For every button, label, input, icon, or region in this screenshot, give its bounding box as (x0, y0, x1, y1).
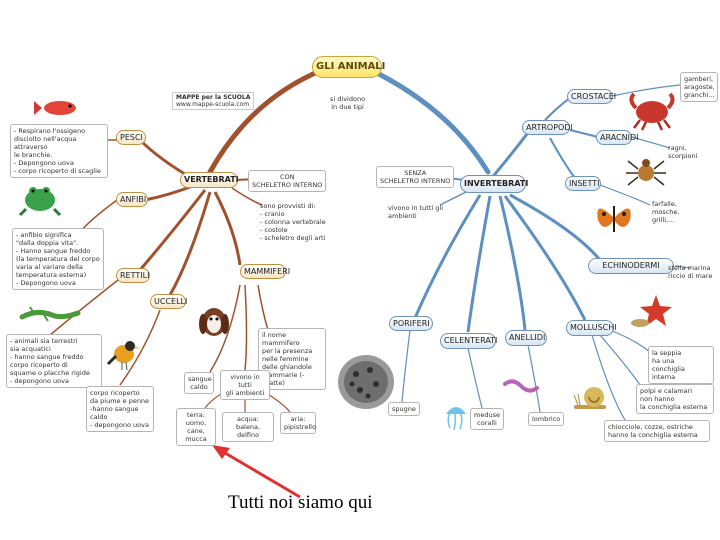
poriferi-node: PORIFERI (389, 316, 433, 331)
line-aracnidi-note (631, 136, 671, 149)
starfish-image (640, 295, 672, 326)
echinodermi-node: ECHINODERMI (588, 258, 674, 274)
line-artropodi-crostacei (544, 97, 571, 121)
line-mammiferi-note (257, 284, 269, 331)
line-molluschi-note3 (591, 334, 626, 421)
branch-inv-poriferi (413, 194, 482, 319)
mammiferi-everywhere-note: vivono in tutti gli ambienti (220, 370, 270, 400)
shellfish-image (631, 319, 649, 327)
line-echinodermi-note (674, 265, 691, 269)
anfibi-note: - anfibio significa "dalla doppia vita".… (12, 228, 104, 290)
insetti-note: farfalle, mosche, grilli,... (652, 200, 680, 224)
branch-inv-celenterati (466, 195, 492, 333)
credit-url: www.mappe-scuola.com (176, 101, 250, 108)
line-poriferi-note (401, 329, 411, 403)
branch-inv-artropodi (488, 129, 532, 181)
aracnidi-node: ARACNIDI (596, 130, 639, 145)
rettili-note: - animali sia terrestri sia acquatici - … (6, 334, 102, 388)
mammiferi-warm-note: sangue caldo (184, 372, 214, 394)
uccelli-node: UCCELLI (150, 294, 187, 309)
branch-root-invertebrati (372, 69, 491, 175)
root-node: GLI ANIMALI (312, 56, 385, 78)
anellidi-note: lombrico (528, 412, 565, 426)
celenterati-node: CELENTERATI (440, 333, 497, 349)
line-celenterati-note (467, 347, 483, 409)
mammiferi-acqua-note: acqua: balena, delfino (222, 412, 274, 442)
branch-inv-echinodermi (509, 193, 602, 261)
mammiferi-node: MAMMIFERI (240, 264, 290, 279)
credit-title: MAPPE per la SCUOLA (176, 94, 251, 101)
branch-vert-rettili (138, 189, 207, 271)
frog-image (18, 187, 62, 217)
jellyfish-image (446, 407, 466, 431)
bird-image (106, 341, 141, 371)
artropodi-node: ARTROPODI (522, 120, 573, 135)
insetti-node: INSETTI (565, 176, 601, 191)
branch-vert-mammiferi (213, 191, 242, 266)
mammiferi-terra-note: terra: uomo, cane, mucca (176, 408, 216, 446)
spider-image (626, 159, 666, 186)
line-mammiferi-warm (209, 284, 241, 373)
line-molluschi-note2 (599, 334, 641, 386)
line-anellidi-note (527, 344, 541, 413)
dog-image (199, 308, 229, 336)
branch-vert-uccelli (168, 191, 212, 296)
anfibi-node: ANFIBI (116, 192, 148, 207)
line-molluschi-note1 (609, 329, 651, 353)
credit-box: MAPPE per la SCUOLA www.mappe-scuola.com (172, 92, 255, 110)
vertebrati-properties: sono provvisti di: - cranio - colonna ve… (260, 202, 326, 242)
invertebrati-node: INVERTEBRATI (460, 175, 528, 193)
line-mammiferi-everywhere (244, 284, 248, 371)
line-crostacei-note (611, 84, 681, 97)
molluschi-note-1: la seppia ha una conchiglia interna (648, 346, 714, 384)
sponge-image (338, 355, 394, 409)
branch-inv-molluschi (503, 195, 587, 321)
pesci-note: - Respirano l'ossigeno disciolto nell'ac… (10, 124, 108, 178)
molluschi-note-3: chiocciole, cozze, ostriche hanno la con… (604, 420, 710, 442)
invertebrati-skeleton-note: SENZA SCHELETRO INTERNO (376, 166, 455, 188)
mammiferi-note: il nome mammifero per la presenza nelle … (258, 328, 326, 390)
line-artropodi-aracnidi (569, 129, 599, 138)
pointer-arrow-head (212, 445, 230, 459)
crab-image (629, 92, 675, 131)
vertebrati-skeleton-note: CON SCHELETRO INTERNO (248, 170, 327, 192)
aracnidi-note: ragni, scorpioni (668, 144, 698, 160)
mammiferi-aria-note: aria: pipistrello (280, 412, 316, 434)
uccelli-note: corpo ricoperto da piume e penne -hanno … (86, 386, 154, 432)
line-rettili-note (49, 279, 119, 336)
molluschi-note-2: polpi e calamari non hanno la conchiglia… (636, 384, 714, 414)
vertebrati-node: VERTEBRATI (180, 172, 239, 188)
molluschi-node: MOLLUSCHI (566, 320, 617, 336)
pesci-node: PESCI (116, 130, 146, 145)
pointer-arrow-line (219, 448, 301, 499)
line-artropodi-insetti (549, 137, 576, 179)
branch-inv-anellidi (498, 195, 527, 331)
rettili-node: RETTILI (116, 268, 150, 283)
worm-image (503, 379, 539, 393)
snail-image (573, 387, 606, 409)
branch-vert-properties (231, 187, 263, 206)
line-insetti-note (599, 184, 651, 206)
echinodermi-note: stella marina riccio di mare (668, 264, 713, 280)
split-label: si dividono in due tipi (330, 95, 366, 111)
lizard-image (19, 306, 81, 322)
celenterati-note: meduse coralli (470, 408, 504, 430)
invertebrati-habitat: vivono in tutti gli ambienti (388, 204, 444, 220)
fish-image (34, 101, 76, 115)
caption: Tutti noi siamo qui (228, 492, 373, 513)
crostacei-node: CROSTACEI (567, 89, 616, 104)
crostacei-note: gamberi, aragoste, granchi... (680, 72, 718, 102)
line-uccelli-note (119, 309, 161, 386)
anellidi-node: ANELLIDI (505, 330, 547, 346)
butterfly-image (597, 206, 631, 232)
poriferi-note: spugne (388, 402, 420, 416)
branch-root-vertebrati (207, 67, 325, 175)
